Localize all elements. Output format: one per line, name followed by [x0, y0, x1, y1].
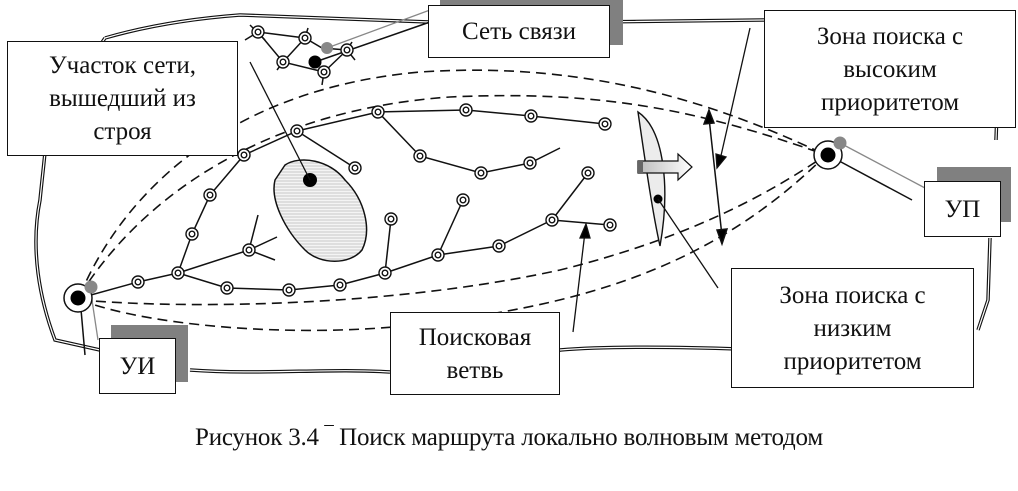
- destination-node-text: УП: [944, 195, 981, 223]
- network-label: Сеть связи: [428, 5, 610, 58]
- network-node: [431, 248, 445, 262]
- network-node: [203, 188, 217, 202]
- network-node: [459, 103, 473, 117]
- network-node: [242, 243, 256, 257]
- network-node: [251, 25, 265, 39]
- network-node: [282, 283, 296, 297]
- network-node: [378, 266, 392, 280]
- search-branch-line-2: ветвь: [446, 356, 504, 384]
- network-node: [237, 148, 251, 162]
- network-node: [492, 239, 506, 253]
- low-zone-line-2: низким: [813, 314, 892, 342]
- network-node: [384, 212, 398, 226]
- network-node: [185, 227, 199, 241]
- failed-section-line-2: вышедший из: [49, 85, 196, 112]
- low-zone-line-1: Зона поиска с: [779, 281, 926, 309]
- destination-node-label: УП: [924, 181, 1001, 237]
- network-node: [603, 218, 617, 232]
- failed-section-line-1: Участок сети,: [48, 52, 196, 79]
- high-zone-line-3: приоритетом: [820, 88, 960, 116]
- figure-caption: Рисунок 3.4 ‾ Поиск маршрута локально во…: [194, 424, 824, 451]
- failed-section-line-3: строя: [93, 118, 152, 145]
- route-search-diagram: [34, 9, 1002, 387]
- source-node-label: УИ: [99, 338, 176, 394]
- failed-region: [273, 159, 368, 262]
- network-node: [524, 109, 538, 123]
- destination-endpoint-icon: [813, 136, 847, 170]
- source-node-text: УИ: [119, 352, 156, 380]
- network-node: [333, 278, 347, 292]
- network-node: [371, 105, 385, 119]
- low-priority-zone-label: Зона поиска с низким приоритетом: [731, 268, 974, 388]
- source-endpoint-icon: [63, 280, 98, 313]
- failed-section-label: Участок сети, вышедший из строя: [7, 41, 238, 156]
- search-branch-pointer: [572, 222, 591, 333]
- network-node: [523, 156, 537, 170]
- inner-low-zone-curve: [79, 154, 827, 306]
- network-label-text: Сеть связи: [462, 18, 576, 45]
- network-node: [545, 213, 559, 227]
- gray-marker: [321, 42, 333, 54]
- high-zone-line-2: высоким: [843, 55, 937, 83]
- wave-front: [637, 110, 666, 247]
- network-node: [474, 166, 488, 180]
- network-node: [456, 193, 470, 207]
- low-zone-pointer: [657, 198, 719, 289]
- network-node: [298, 31, 312, 45]
- network-node: [290, 124, 304, 138]
- search-branch-line-1: Поисковая: [418, 323, 532, 351]
- high-zone-pointer: [715, 27, 751, 170]
- network-node: [340, 43, 354, 57]
- network-node: [220, 281, 234, 295]
- network-node: [598, 117, 612, 131]
- network-node: [581, 166, 595, 180]
- network-node: [171, 266, 185, 280]
- network-node: [413, 149, 427, 163]
- network-node: [348, 161, 362, 175]
- zone-width-arrow-icon: [702, 107, 729, 247]
- black-marker: [308, 55, 322, 69]
- wave-direction-arrow-icon: [637, 152, 693, 182]
- network-nodes: [131, 25, 617, 297]
- high-priority-zone-label: Зона поиска с высоким приоритетом: [764, 10, 1016, 128]
- low-zone-line-3: приоритетом: [783, 347, 922, 375]
- search-branch-label: Поисковая ветвь: [390, 312, 560, 395]
- network-node: [317, 65, 331, 79]
- failed-section-pointer: [249, 61, 311, 181]
- network-node: [276, 55, 290, 69]
- network-node: [131, 275, 145, 289]
- high-zone-line-1: Зона поиска с: [816, 22, 964, 50]
